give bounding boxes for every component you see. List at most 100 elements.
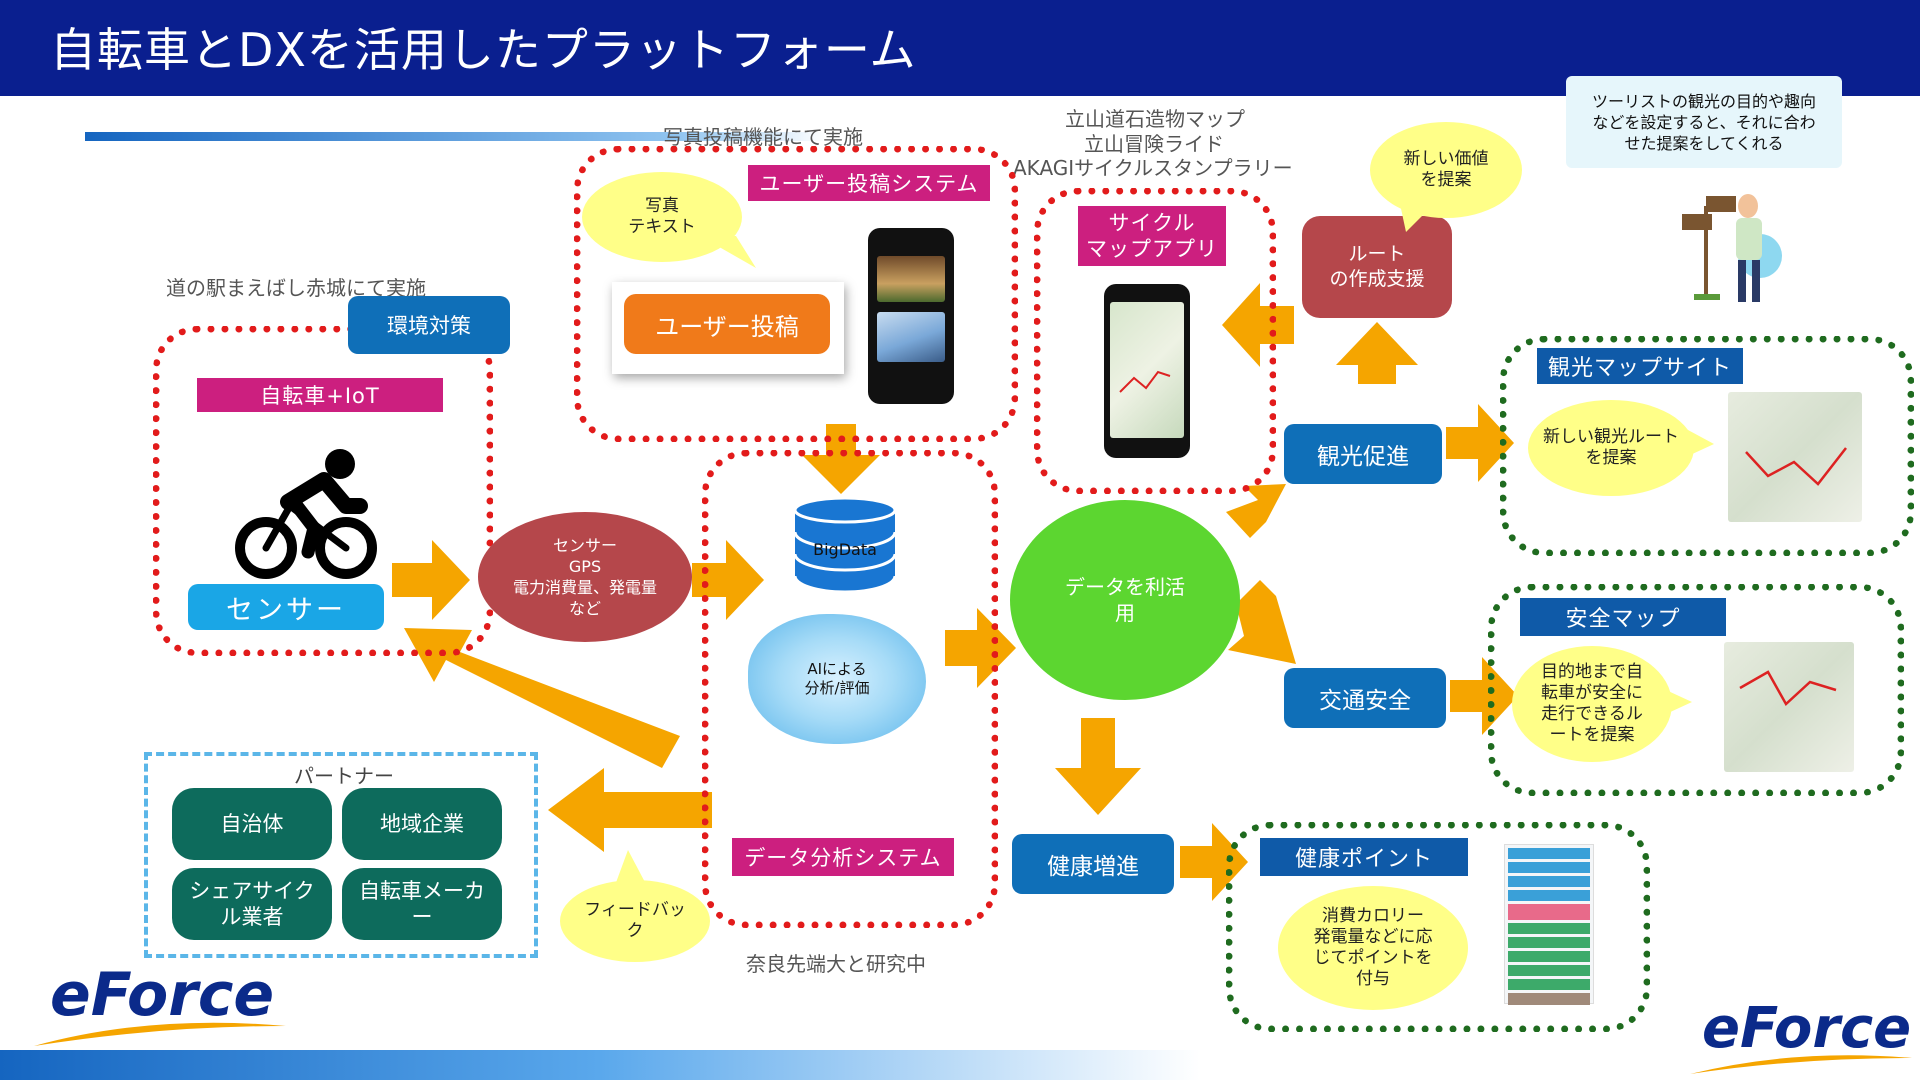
data-use-line1: データを利活 <box>1065 575 1185 599</box>
map-apps-caption-3: AKAGIサイクルスタンプラリー <box>1013 156 1293 180</box>
sensor-data-line4: など <box>568 599 601 618</box>
partner-bike-maker-line2: ー <box>411 905 433 929</box>
bigdata-icon <box>793 496 897 594</box>
arrow-datause-to-tourism <box>1226 484 1286 538</box>
health-bubble-line4: 付与 <box>1356 969 1390 989</box>
safety-bubble-line3: 走行できるル <box>1541 704 1643 724</box>
sensor-data-line1: センサー <box>552 536 617 555</box>
feedback-bubble: フィードバッ ク <box>560 880 710 962</box>
partner-share-cycle-line1: シェアサイク <box>189 879 315 903</box>
tourist-note-line3: せた提案をしてくれる <box>1624 133 1784 153</box>
tourism-promotion-button[interactable]: 観光促進 <box>1284 424 1442 484</box>
partner-local-companies: 地域企業 <box>342 788 502 860</box>
ai-brain-icon: AIによる 分析/評価 <box>748 614 926 744</box>
page-title: 自転車とDXを活用したプラットフォーム <box>50 23 917 77</box>
health-row <box>1508 951 1590 962</box>
map-apps-caption-2: 立山冒険ライド <box>1084 132 1224 156</box>
safety-bubble-line2: 転車が安全に <box>1541 683 1643 703</box>
health-row <box>1508 890 1590 901</box>
arrow-sensor-to-data <box>392 540 470 620</box>
data-use-line2: 用 <box>1115 601 1135 625</box>
arrow-health-to-points <box>1180 823 1248 901</box>
health-row-highlight <box>1508 904 1590 920</box>
feedback-bubble-tail <box>614 850 648 888</box>
route-line1: ルート <box>1348 243 1406 265</box>
health-bubble-line1: 消費カロリー <box>1322 906 1424 926</box>
partner-share-cycle-line2: ル業者 <box>220 905 284 929</box>
photo-text-bubble: 写真 テキスト <box>582 172 742 262</box>
safety-bubble-line4: ートを提案 <box>1549 725 1635 745</box>
health-row <box>1508 979 1590 990</box>
footer-gradient <box>0 1050 1200 1080</box>
eforce-logo-left: eForce <box>50 960 274 1030</box>
health-group <box>1226 822 1650 1032</box>
cycle-map-group <box>1034 188 1276 494</box>
cycle-map-route <box>1119 370 1171 393</box>
health-row <box>1508 923 1590 934</box>
partner-bike-maker-line1: 自転車メーカ <box>359 879 485 903</box>
tourism-bubble-line1: 新しい観光ルート <box>1543 427 1679 447</box>
health-points-label: 健康ポイント <box>1260 838 1468 876</box>
health-app-screenshot <box>1504 844 1594 1005</box>
photo-feature-caption: 写真投稿機能にて実施 <box>663 125 863 149</box>
iot-group <box>153 326 493 656</box>
data-use-circle: データを利活 用 <box>1010 500 1240 700</box>
data-analysis-system-label: データ分析システム <box>732 838 954 876</box>
user-post-system-label: ユーザー投稿システム <box>748 165 990 201</box>
traffic-safety-button[interactable]: 交通安全 <box>1284 668 1446 728</box>
cycle-map-screen <box>1110 302 1184 438</box>
eforce-logo-right-swoosh <box>1690 1055 1912 1074</box>
tourism-map-site-label: 観光マップサイト <box>1537 348 1743 384</box>
arrow-analysis-to-datause <box>945 608 1016 688</box>
arrow-tourism-to-route <box>1336 322 1418 384</box>
safety-map-image <box>1724 642 1854 772</box>
sensor-data-ellipse: センサー GPS 電力消費量、発電量 など <box>478 512 692 642</box>
safety-map-label: 安全マップ <box>1520 598 1726 636</box>
health-row <box>1508 965 1590 976</box>
feedback-line1: フィードバッ <box>584 900 686 920</box>
tourism-group <box>1500 336 1914 556</box>
analysis-group <box>702 450 998 928</box>
arrow-datause-to-safety <box>1228 580 1296 664</box>
health-promotion-button[interactable]: 健康増進 <box>1012 834 1174 894</box>
arrow-feedback-to-env <box>404 628 680 768</box>
eforce-logo-right-text: eForce <box>1702 996 1912 1061</box>
health-row <box>1508 876 1590 887</box>
partners-label: パートナー <box>284 760 404 788</box>
safety-bubble: 目的地まで自 転車が安全に 走行できるル ートを提案 <box>1512 646 1672 762</box>
eforce-logo-left-swoosh <box>34 1022 286 1046</box>
arrow-data-to-bigdata <box>692 540 764 620</box>
arrow-datause-to-health <box>1055 718 1141 815</box>
cyclist-icon <box>235 449 377 579</box>
bigdata-label: BigData <box>813 539 877 559</box>
arrow-tourism-to-site <box>1446 404 1514 482</box>
tourist-illustration-icon <box>1682 194 1782 302</box>
user-post-button[interactable]: ユーザー投稿 <box>624 294 830 354</box>
new-value-line1: 新しい価値 <box>1403 149 1489 169</box>
eforce-logo-left-text: eForce <box>50 960 275 1030</box>
tourism-bubble-tail <box>1688 430 1714 456</box>
arrow-post-to-bigdata <box>802 424 880 494</box>
phone-photo-1 <box>877 256 945 302</box>
health-row <box>1508 862 1590 873</box>
safety-group <box>1488 584 1904 796</box>
health-row-footer <box>1508 993 1590 1005</box>
phone-photo-2 <box>877 312 945 362</box>
user-post-group <box>574 146 1018 442</box>
tourism-bubble: 新しい観光ルート を提案 <box>1528 400 1694 496</box>
bike-iot-label: 自転車+IoT <box>197 378 443 412</box>
feedback-line2: ク <box>626 921 644 941</box>
bubble-photo: 写真 <box>645 196 679 216</box>
partner-bike-maker: 自転車メーカ ー <box>342 868 502 940</box>
health-bubble-line3: じてポイントを <box>1313 948 1433 968</box>
nara-caption: 奈良先端大と研究中 <box>746 952 926 976</box>
ai-line2: 分析/評価 <box>804 679 870 697</box>
arrow-analysis-to-partners <box>548 768 712 852</box>
arrow-safety-to-map <box>1450 657 1518 735</box>
tourism-map-route <box>1745 447 1847 486</box>
health-bubble: 消費カロリー 発電量などに応 じてポイントを 付与 <box>1278 886 1468 1010</box>
tourist-note-line2: などを設定すると、それに合わ <box>1592 112 1816 132</box>
map-apps-caption-1: 立山道石造物マップ <box>1065 107 1245 131</box>
eforce-logo-right: eForce <box>1702 996 1911 1061</box>
partner-municipality: 自治体 <box>172 788 332 860</box>
